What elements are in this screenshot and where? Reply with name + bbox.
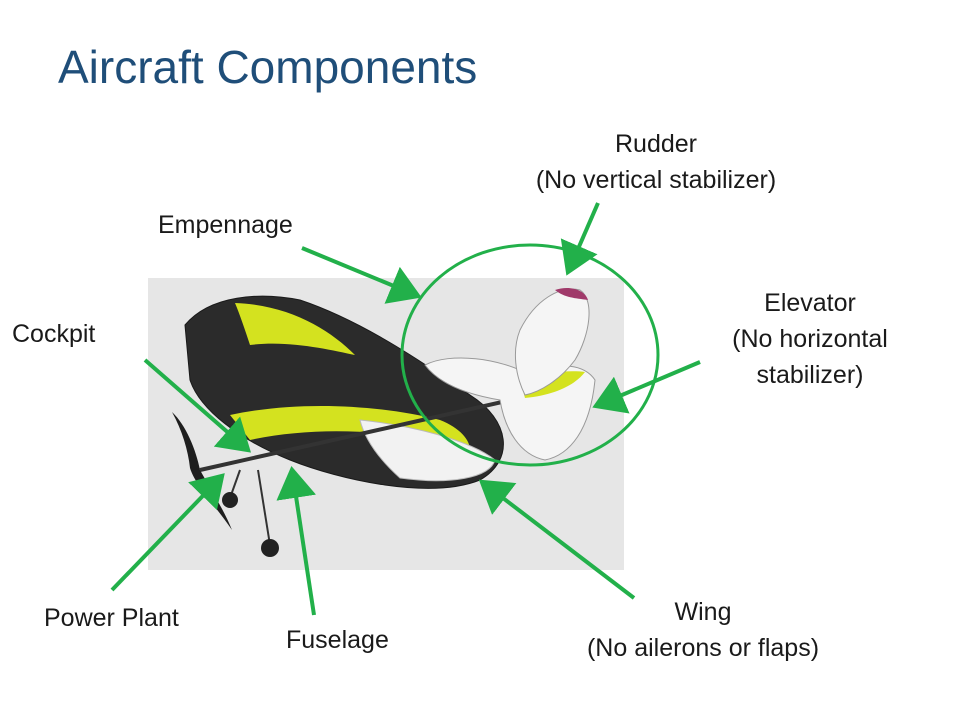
empennage-circle <box>400 243 660 467</box>
power-plant-label-line1: Power Plant <box>44 604 179 632</box>
empennage-label: Empennage <box>158 207 293 243</box>
wing-label-line2: (No ailerons or flaps) <box>586 634 820 662</box>
wing-label: Wing (No ailerons or flaps) <box>548 594 858 666</box>
empennage-arrow <box>301 246 422 304</box>
elevator-arrow <box>592 360 701 414</box>
wing-stripe-2 <box>230 405 470 450</box>
fuselage-label: Fuselage <box>286 622 389 658</box>
page-title: Aircraft Components <box>58 41 478 93</box>
empennage-label-line1: Empennage <box>158 211 293 239</box>
cockpit-arrow <box>143 358 252 453</box>
gear-strut-2 <box>257 469 271 546</box>
fuselage-boom <box>199 396 521 472</box>
elevator-label-line1: Elevator <box>764 289 856 317</box>
wing-stripe-1 <box>235 303 355 355</box>
rudder-arrow <box>560 202 600 276</box>
wheel-rear <box>261 539 279 557</box>
elevator-label-line3: stabilizer) <box>756 361 864 389</box>
cockpit-label: Cockpit <box>12 316 95 352</box>
wing-label-line1: Wing <box>674 598 732 626</box>
wing-white-panel <box>359 419 496 482</box>
cockpit-label-line1: Cockpit <box>12 320 96 348</box>
callout-arrows <box>110 202 701 616</box>
rudder-accent <box>555 288 588 300</box>
aircraft-photo <box>148 278 624 570</box>
fuselage-arrow <box>276 466 316 616</box>
wheel-front <box>222 492 238 508</box>
power-plant-arrow <box>110 473 225 592</box>
power-plant-label: Power Plant <box>44 600 179 636</box>
rudder-label-line2: (No vertical stabilizer) <box>535 166 777 194</box>
elevator-label: Elevator (No horizontal stabilizer) <box>710 285 910 393</box>
rudder-label-line1: Rudder <box>615 130 697 158</box>
fuselage-label-line1: Fuselage <box>286 626 389 654</box>
elevator-label-line2: (No horizontal <box>732 325 888 353</box>
wing-arrow <box>478 479 636 600</box>
rudder-label: Rudder (No vertical stabilizer) <box>496 126 816 198</box>
